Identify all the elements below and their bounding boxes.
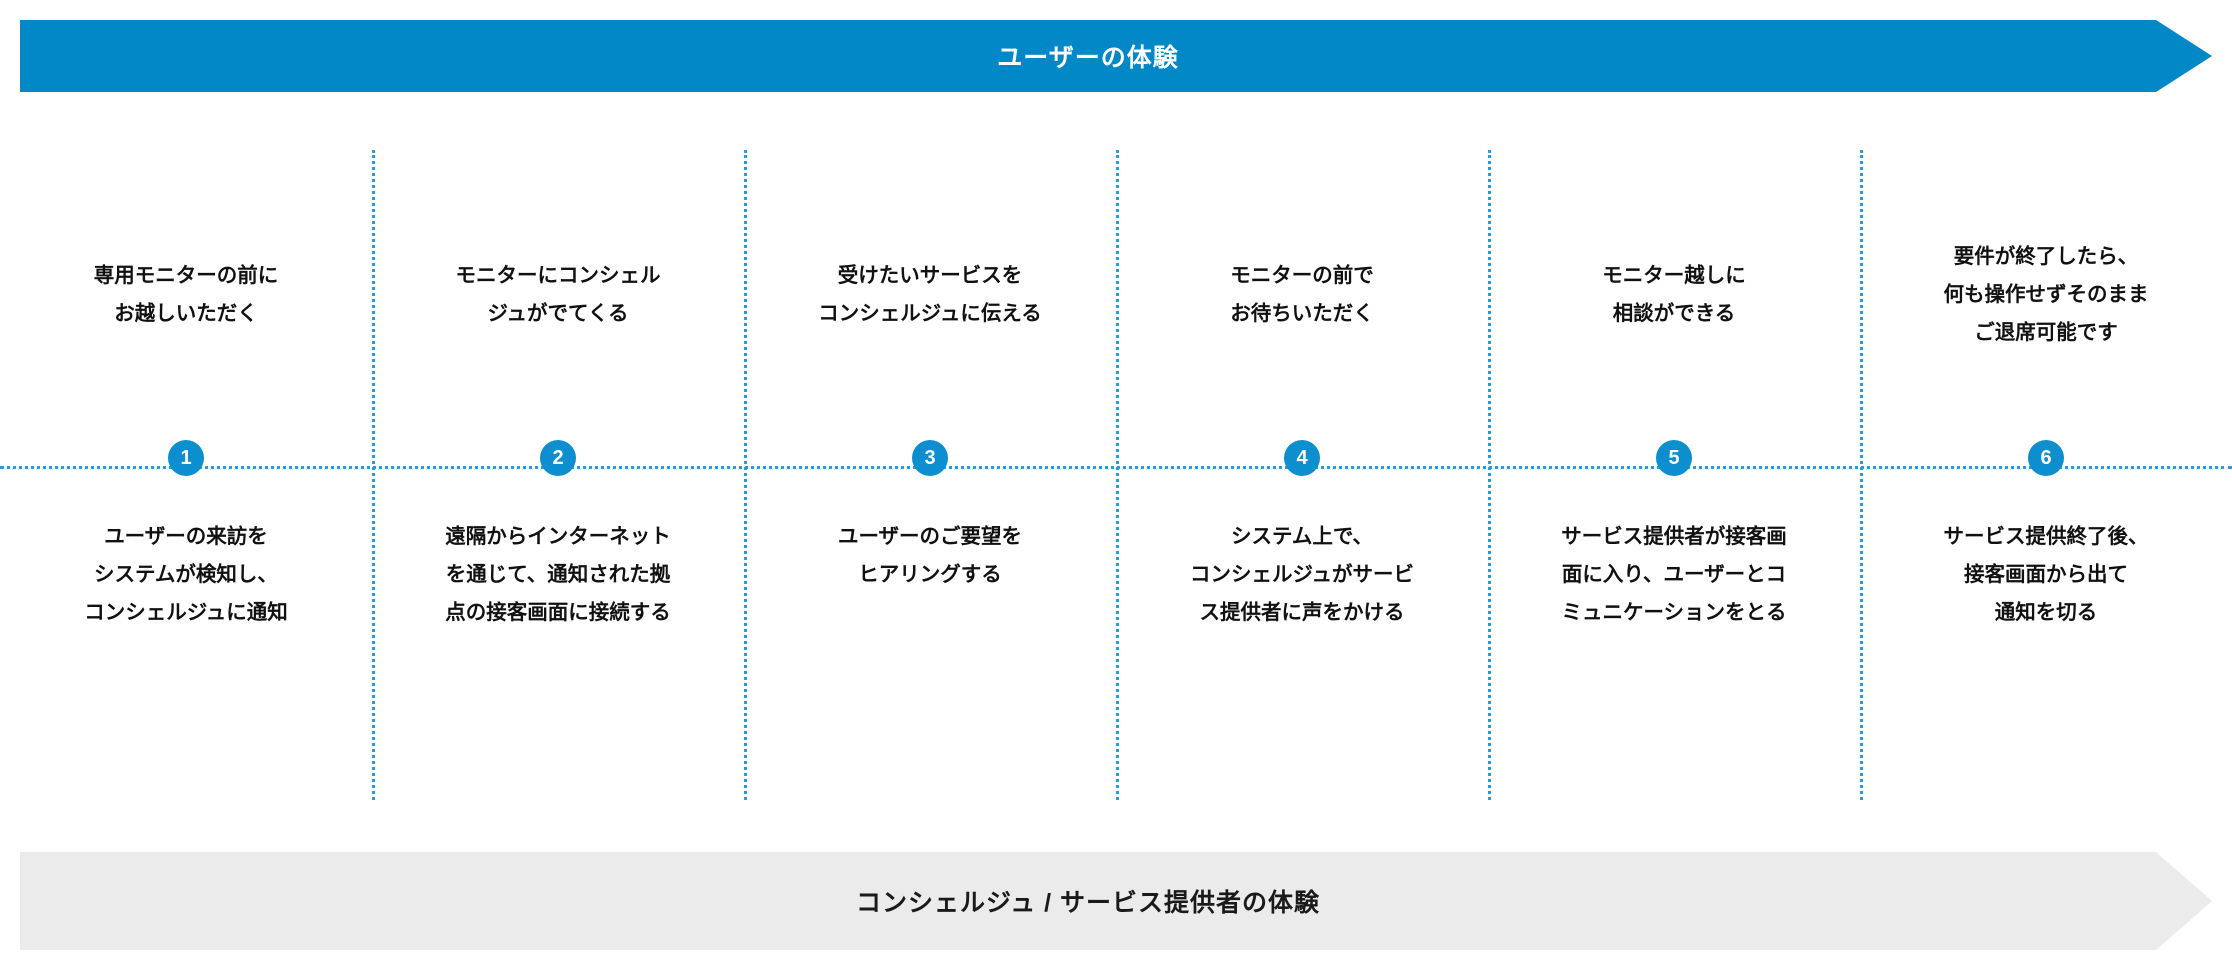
step-4-user-text-block: モニターの前で お待ちいただく xyxy=(1116,150,1488,440)
step-3-user-text-block: 受けたいサービスを コンシェルジュに伝える xyxy=(744,150,1116,440)
step-1-user-text: 専用モニターの前に お越しいただく xyxy=(93,264,279,325)
step-1-provider-text-block: ユーザーの来訪を システムが検知し、 コンシェルジュに通知 xyxy=(0,476,372,800)
step-3-node: 3 xyxy=(744,440,1116,476)
step-4-provider-text: システム上で、 コンシェルジュがサービ ス提供者に声をかける xyxy=(1189,525,1415,624)
step-1-provider-text: ユーザーの来訪を システムが検知し、 コンシェルジュに通知 xyxy=(84,525,288,624)
step-2-number-badge: 2 xyxy=(540,440,576,476)
step-column-5: モニター越しに 相談ができる 5 サービス提供者が接客画 面に入り、ユーザーとコ… xyxy=(1488,150,1860,800)
step-5-provider-text-block: サービス提供者が接客画 面に入り、ユーザーとコ ミュニケーションをとる xyxy=(1488,476,1860,800)
step-2-node: 2 xyxy=(372,440,744,476)
step-3-provider-text: ユーザーのご要望を ヒアリングする xyxy=(837,525,1023,586)
step-1-user-text-block: 専用モニターの前に お越しいただく xyxy=(0,150,372,440)
step-3-number-badge: 3 xyxy=(912,440,948,476)
provider-experience-banner-label: コンシェルジュ / サービス提供者の体験 xyxy=(855,889,1321,917)
step-5-user-text: モニター越しに 相談ができる xyxy=(1602,264,1746,325)
step-5-user-text-block: モニター越しに 相談ができる xyxy=(1488,150,1860,440)
user-experience-banner-label: ユーザーの体験 xyxy=(997,44,1179,72)
step-column-1: 専用モニターの前に お越しいただく 1 ユーザーの来訪を システムが検知し、 コ… xyxy=(0,150,372,800)
step-6-node: 6 xyxy=(1860,440,2232,476)
step-4-node: 4 xyxy=(1116,440,1488,476)
step-column-2: モニターにコンシェル ジュがでてくる 2 遠隔からインターネット を通じて、通知… xyxy=(372,150,744,800)
step-6-provider-text: サービス提供終了後、 接客画面から出て 通知を切る xyxy=(1943,525,2149,624)
step-5-node: 5 xyxy=(1488,440,1860,476)
step-6-user-text: 要件が終了したら、 何も操作せずそのまま ご退席可能です xyxy=(1943,245,2149,344)
step-column-4: モニターの前で お待ちいただく 4 システム上で、 コンシェルジュがサービ ス提… xyxy=(1116,150,1488,800)
step-column-6: 要件が終了したら、 何も操作せずそのまま ご退席可能です 6 サービス提供終了後… xyxy=(1860,150,2232,800)
step-2-provider-text-block: 遠隔からインターネット を通じて、通知された拠 点の接客画面に接続する xyxy=(372,476,744,800)
step-6-number-badge: 6 xyxy=(2028,440,2064,476)
user-experience-banner: ユーザーの体験 xyxy=(20,20,2212,92)
step-4-provider-text-block: システム上で、 コンシェルジュがサービ ス提供者に声をかける xyxy=(1116,476,1488,800)
step-1-node: 1 xyxy=(0,440,372,476)
step-5-number-badge: 5 xyxy=(1656,440,1692,476)
step-3-user-text: 受けたいサービスを コンシェルジュに伝える xyxy=(818,264,1042,325)
step-3-provider-text-block: ユーザーのご要望を ヒアリングする xyxy=(744,476,1116,800)
step-2-user-text: モニターにコンシェル ジュがでてくる xyxy=(455,264,661,325)
step-4-number-badge: 4 xyxy=(1284,440,1320,476)
step-6-user-text-block: 要件が終了したら、 何も操作せずそのまま ご退席可能です xyxy=(1860,150,2232,440)
step-6-provider-text-block: サービス提供終了後、 接客画面から出て 通知を切る xyxy=(1860,476,2232,800)
step-4-user-text: モニターの前で お待ちいただく xyxy=(1230,264,1374,325)
step-1-number-badge: 1 xyxy=(168,440,204,476)
step-column-3: 受けたいサービスを コンシェルジュに伝える 3 ユーザーのご要望を ヒアリングす… xyxy=(744,150,1116,800)
step-5-provider-text: サービス提供者が接客画 面に入り、ユーザーとコ ミュニケーションをとる xyxy=(1561,525,1787,624)
step-2-provider-text: 遠隔からインターネット を通じて、通知された拠 点の接客画面に接続する xyxy=(445,525,671,624)
provider-experience-banner: コンシェルジュ / サービス提供者の体験 xyxy=(20,852,2212,950)
step-2-user-text-block: モニターにコンシェル ジュがでてくる xyxy=(372,150,744,440)
steps-grid: 専用モニターの前に お越しいただく 1 ユーザーの来訪を システムが検知し、 コ… xyxy=(0,150,2232,800)
